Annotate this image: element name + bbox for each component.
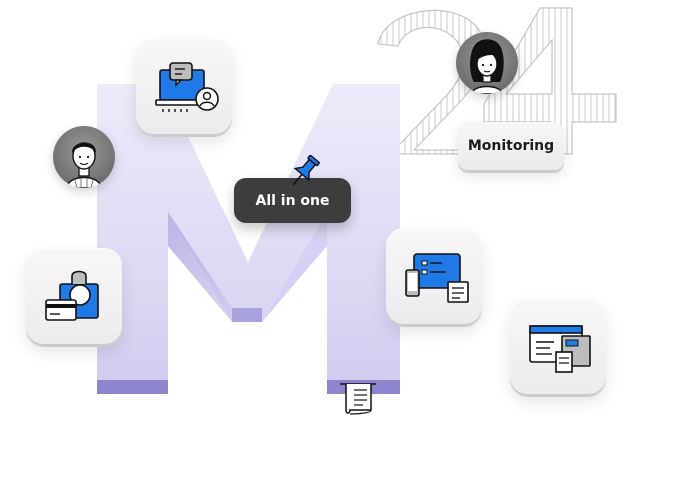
man-avatar <box>53 126 115 188</box>
laptop-chat-tile <box>136 38 232 134</box>
laptop-chat-user-icon <box>155 62 219 112</box>
devices-tile <box>386 228 482 324</box>
pushpin-icon <box>292 154 320 186</box>
devices-checklist-icon <box>405 253 469 303</box>
monitoring-label: Monitoring <box>458 122 564 170</box>
all-in-one-label: All in one <box>234 178 351 223</box>
shopping-bag-card-icon <box>45 270 99 321</box>
shopping-tile <box>26 248 122 344</box>
browser-tile <box>510 298 606 394</box>
receipt-icon <box>340 383 376 415</box>
browser-document-icon <box>529 325 591 373</box>
woman-avatar <box>456 32 518 94</box>
